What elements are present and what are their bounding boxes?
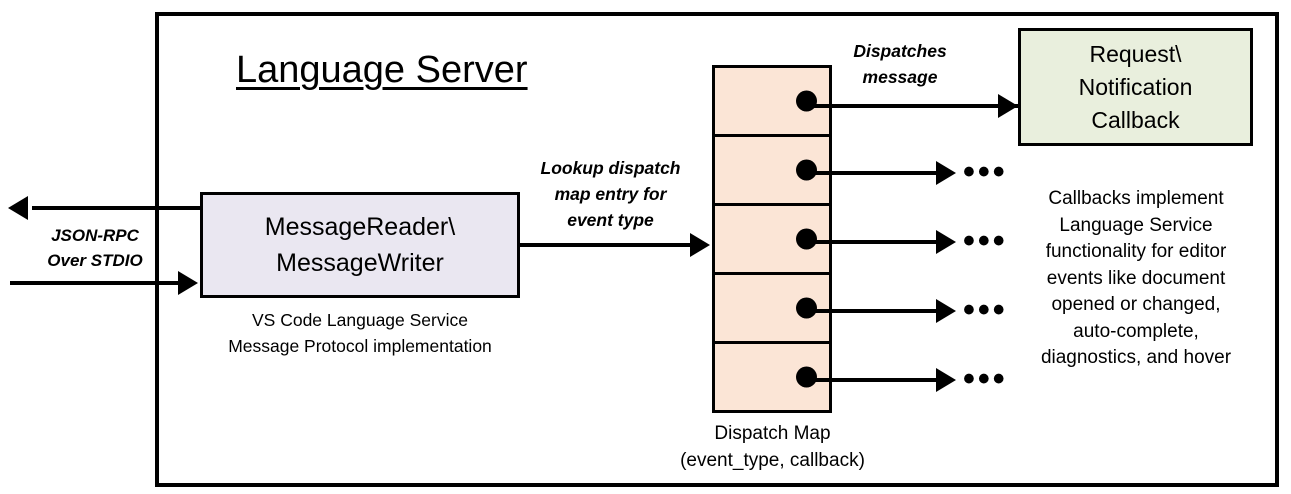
dispatches-label-line1: Dispatches <box>853 41 947 61</box>
callback-title-line3: Callback <box>1091 106 1180 133</box>
callback-description: Callbacks implement Language Service fun… <box>1007 186 1265 372</box>
outbound-arrow-head-icon <box>8 196 28 220</box>
lookup-label-line2: map entry for <box>554 184 667 204</box>
dispatch-row3-arrow-head-icon <box>936 230 956 254</box>
reader-caption-line2: Message Protocol implementation <box>228 336 492 356</box>
dispatch-row2-arrow-head-icon <box>936 161 956 185</box>
transport-label-line2: Over STDIO <box>47 251 143 270</box>
page-title: Language Server <box>236 49 528 91</box>
callback-caption-line2: Language Service <box>1059 214 1213 236</box>
dispatch-map-row[interactable] <box>715 206 829 275</box>
dispatch-map-row[interactable] <box>715 344 829 410</box>
callback-caption-line7: diagnostics, and hover <box>1040 347 1232 368</box>
callback-pointer-dot-icon <box>796 366 817 388</box>
dispatch-map-row[interactable] <box>715 275 829 344</box>
reader-title-line1: MessageReader\ <box>264 213 456 241</box>
reader-title-line2: MessageWriter <box>276 249 444 277</box>
dispatch-row5-arrow-head-icon <box>936 368 956 392</box>
dispatch-map-table[interactable] <box>712 65 832 413</box>
callback-caption-line1: Callbacks implement <box>1048 188 1224 209</box>
inbound-transport-line <box>10 281 182 285</box>
message-reader-writer-title: MessageReader\ MessageWriter <box>265 209 455 281</box>
dispatch-map-row[interactable] <box>715 68 829 137</box>
callback-caption-line3: functionality for editor <box>1045 241 1227 262</box>
dispatch-row5-ellipsis: ••• <box>963 360 1008 398</box>
request-notification-callback-box[interactable]: Request\ Notification Callback <box>1018 28 1253 146</box>
lookup-label-line3: event type <box>567 210 654 230</box>
transport-label: JSON-RPC Over STDIO <box>30 223 160 273</box>
outbound-transport-line <box>32 206 202 210</box>
map-caption-line2: (event_type, callback) <box>680 450 865 471</box>
dispatch-map-row[interactable] <box>715 137 829 206</box>
reader-caption-line1: VS Code Language Service <box>252 310 468 330</box>
inbound-arrow-head-icon <box>178 271 198 295</box>
dispatch-row4-ellipsis: ••• <box>963 291 1008 329</box>
dispatch-row2-ellipsis: ••• <box>963 153 1008 191</box>
transport-label-line1: JSON-RPC <box>51 226 139 245</box>
message-reader-writer-box[interactable]: MessageReader\ MessageWriter <box>200 192 520 298</box>
dispatch-row3-ellipsis: ••• <box>963 222 1008 260</box>
callback-pointer-dot-icon <box>796 159 817 181</box>
callback-title-line1: Request\ <box>1089 40 1182 67</box>
lookup-connector-line <box>520 243 692 247</box>
language-server-boundary <box>155 12 1279 487</box>
dispatch-row1-arrow-head-icon <box>998 94 1018 118</box>
dispatch-row4-line <box>800 309 940 313</box>
message-reader-caption: VS Code Language Service Message Protoco… <box>190 307 530 359</box>
dispatch-row1-line <box>800 104 1020 108</box>
callback-title: Request\ Notification Callback <box>1079 38 1193 137</box>
callback-title-line2: Notification <box>1078 73 1193 100</box>
callback-pointer-dot-icon <box>796 228 817 250</box>
callback-caption-line4: events like document <box>1046 267 1226 289</box>
callback-pointer-dot-icon <box>796 297 817 319</box>
lookup-label: Lookup dispatch map entry for event type <box>513 155 708 233</box>
callback-caption-line6: auto-complete, <box>1073 320 1199 342</box>
dispatch-map-caption: Dispatch Map (event_type, callback) <box>650 420 895 474</box>
dispatches-label-line2: message <box>862 67 938 87</box>
dispatch-row4-arrow-head-icon <box>936 299 956 323</box>
callback-caption-line5: opened or changed, <box>1051 294 1221 315</box>
callback-pointer-dot-icon <box>796 90 817 112</box>
dispatch-row5-line <box>800 378 940 382</box>
dispatch-row2-line <box>800 171 940 175</box>
dispatch-row3-line <box>800 240 940 244</box>
lookup-label-line1: Lookup dispatch <box>540 158 681 178</box>
map-caption-line1: Dispatch Map <box>714 423 831 444</box>
lookup-arrow-head-icon <box>690 233 710 257</box>
dispatches-message-label: Dispatches message <box>830 38 970 90</box>
